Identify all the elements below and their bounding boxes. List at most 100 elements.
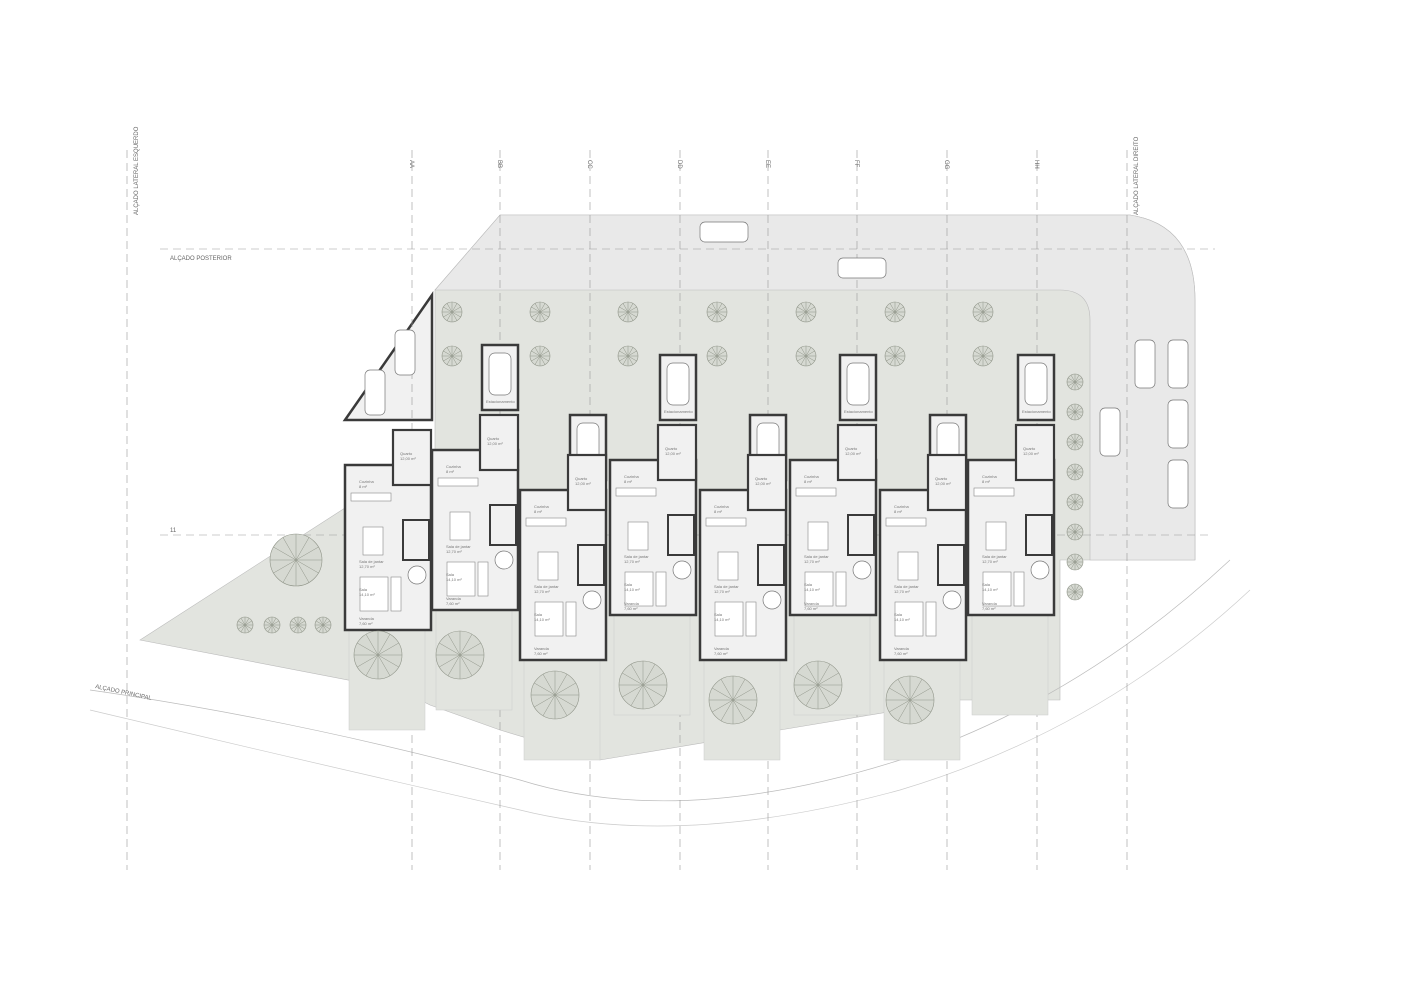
elevation-front-label: ALÇADO PRINCIPAL [95, 684, 153, 702]
room-area-bedroom: 12,00 m² [487, 441, 503, 446]
tree-icon [1066, 433, 1084, 451]
car-icon [699, 221, 749, 243]
room-label-kitchen: Cozinha [446, 464, 461, 469]
bedroom [478, 413, 520, 472]
room-area-balcony: 7,60 m² [534, 651, 548, 656]
spiral-stair-icon [407, 565, 427, 585]
tree-icon [884, 301, 906, 323]
room-label-dining: Sala de jantar [359, 559, 384, 564]
room-label-balcony: Varanda [534, 646, 550, 651]
sofa-icon [745, 601, 757, 637]
car-icon [1099, 407, 1121, 457]
room-area-dining: 12,70 m² [534, 589, 550, 594]
room-label-kitchen: Cozinha [534, 504, 549, 509]
room-area-kitchen: 8 m² [804, 479, 813, 484]
tree-icon [441, 345, 463, 367]
tree-icon [617, 301, 639, 323]
section-label: AA [408, 160, 414, 168]
room-label-balcony: Varanda [804, 601, 820, 606]
room-label-kitchen: Cozinha [804, 474, 819, 479]
room-label-kitchen: Cozinha [714, 504, 729, 509]
sofa-icon [925, 601, 937, 637]
kitchen-island [795, 487, 837, 497]
room-area-bedroom: 12,00 m² [755, 481, 771, 486]
room-label-living: Sala [982, 582, 991, 587]
room-label-living: Sala [714, 612, 723, 617]
rug-icon [714, 601, 744, 637]
dining-table-icon [985, 521, 1007, 551]
room-area-bedroom: 12,00 m² [935, 481, 951, 486]
room-area-balcony: 7,60 m² [894, 651, 908, 656]
section-label: EE [764, 160, 770, 168]
tree-icon [795, 301, 817, 323]
room-area-balcony: 7,60 m² [359, 621, 373, 626]
bedroom [656, 423, 698, 482]
tree-icon [885, 675, 935, 725]
tree-icon [269, 533, 323, 587]
room-label-dining: Sala de jantar [982, 554, 1007, 559]
room-label-kitchen: Cozinha [624, 474, 639, 479]
room-area-living: 14,10 m² [894, 617, 910, 622]
spiral-stair-icon [852, 560, 872, 580]
tree-icon [618, 660, 668, 710]
room-label-bedroom: Quarto [935, 476, 948, 481]
room-area-living: 14,10 m² [446, 577, 462, 582]
tree-icon [314, 616, 332, 634]
rug-icon [624, 571, 654, 607]
tree-icon [529, 301, 551, 323]
room-label-bedroom: Quarto [845, 446, 858, 451]
room-area-living: 14,10 m² [714, 617, 730, 622]
room-label-balcony: Varanda [714, 646, 730, 651]
room-label-garage: Estacionamento [486, 399, 515, 404]
tree-icon [708, 675, 758, 725]
dining-table-icon [807, 521, 829, 551]
room-label-dining: Sala de jantar [624, 554, 649, 559]
tree-icon [353, 630, 403, 680]
bathroom [847, 514, 875, 556]
rug-icon [446, 561, 476, 597]
room-area-living: 14,10 m² [534, 617, 550, 622]
car-icon [1167, 339, 1189, 389]
room-label-dining: Sala de jantar [714, 584, 739, 589]
room-area-balcony: 7,60 m² [624, 606, 638, 611]
kitchen-island [885, 517, 927, 527]
room-label-balcony: Varanda [894, 646, 910, 651]
dining-table-icon [627, 521, 649, 551]
car-icon [666, 362, 690, 406]
tree-icon [1066, 373, 1084, 391]
room-area-dining: 12,70 m² [446, 549, 462, 554]
tree-icon [1066, 403, 1084, 421]
tree-icon [617, 345, 639, 367]
tree-icon [289, 616, 307, 634]
car-icon [488, 352, 512, 396]
car-icon [837, 257, 887, 279]
tree-icon [706, 301, 728, 323]
spiral-stair-icon [582, 590, 602, 610]
bedroom [1014, 423, 1056, 482]
room-label-living: Sala [894, 612, 903, 617]
rug-icon [804, 571, 834, 607]
car-icon [1167, 399, 1189, 449]
room-label-bedroom: Quarto [665, 446, 678, 451]
rug-icon [894, 601, 924, 637]
room-label-kitchen: Cozinha [982, 474, 997, 479]
room-label-living: Sala [534, 612, 543, 617]
room-label-dining: Sala de jantar [804, 554, 829, 559]
room-label-garage: Estacionamento [664, 409, 693, 414]
site-extras [236, 221, 1189, 725]
room-area-dining: 12,70 m² [714, 589, 730, 594]
room-label-dining: Sala de jantar [894, 584, 919, 589]
room-label-bedroom: Quarto [755, 476, 768, 481]
room-area-dining: 12,70 m² [804, 559, 820, 564]
cross-section-label: 11 [170, 528, 177, 534]
tree-icon [1066, 523, 1084, 541]
car-icon [1024, 362, 1048, 406]
room-label-living: Sala [446, 572, 455, 577]
